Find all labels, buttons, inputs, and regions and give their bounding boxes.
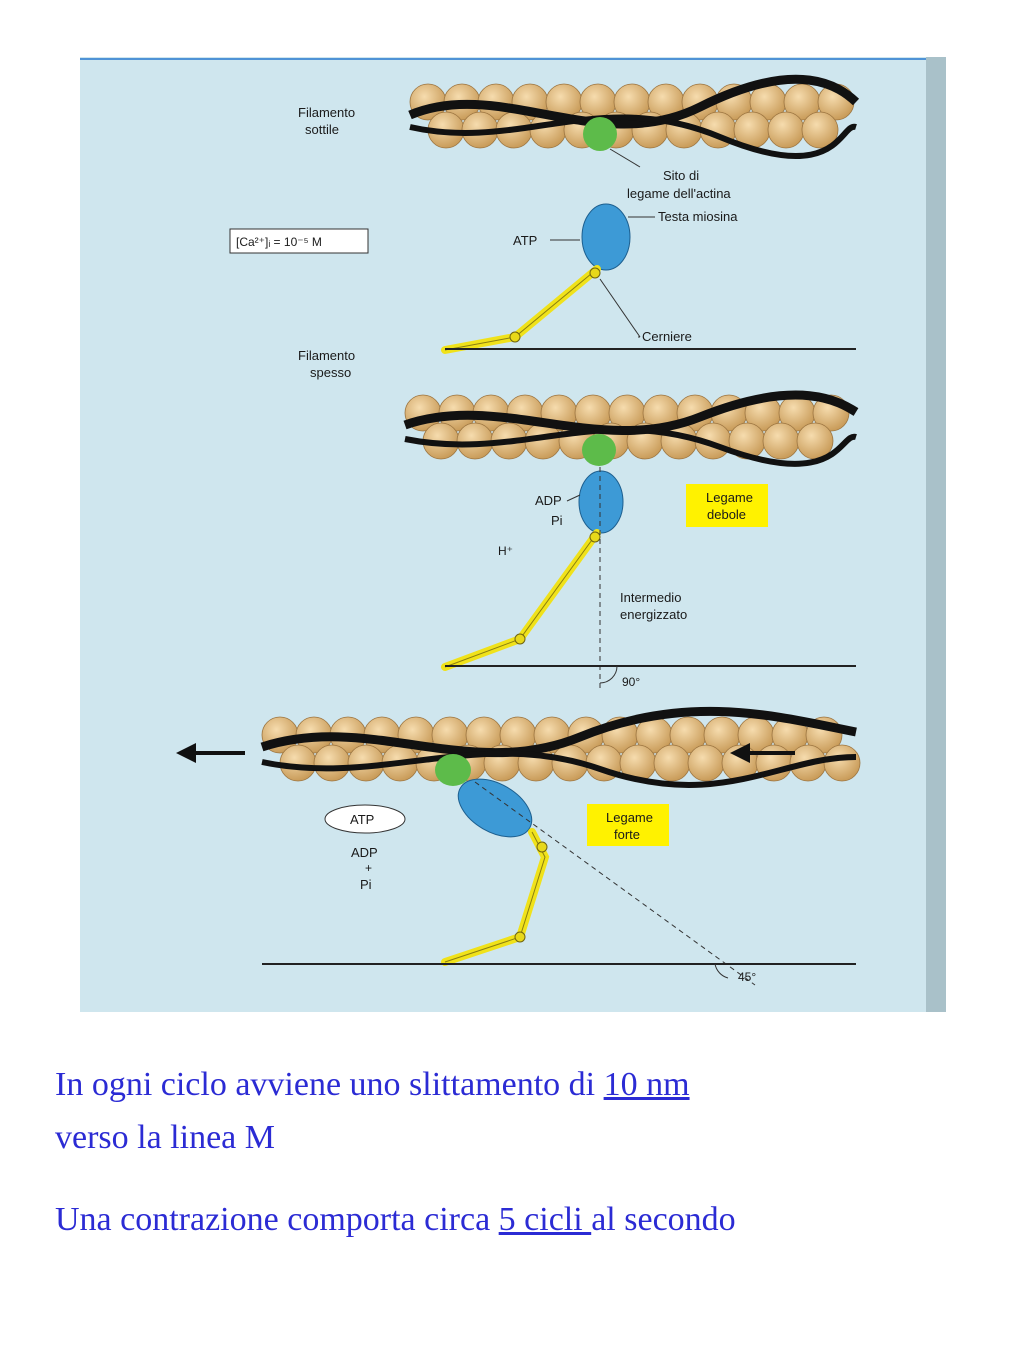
strong-bond-label: forte <box>614 827 640 842</box>
thick-filament-label: spesso <box>310 365 351 380</box>
tropomyosin-strand <box>409 114 857 159</box>
tropomyosin-strand <box>404 426 857 467</box>
caption-highlight: 5 cicli <box>498 1201 592 1238</box>
actin-bead <box>687 744 725 782</box>
leader-line <box>566 494 581 502</box>
caption-line-1b: verso la linea M <box>55 1118 275 1158</box>
energized-intermediate-label: energizzato <box>620 607 687 622</box>
myosin-head-label: Testa miosina <box>658 209 738 224</box>
atp-released-oval <box>324 804 406 834</box>
calcium-label: [Ca²⁺]ᵢ = 10⁻⁵ M <box>236 235 322 249</box>
cross-bridge-cycle-diagram: Filamento sottile Sito di legame dell'ac… <box>80 57 946 1012</box>
actin-bead <box>767 111 805 149</box>
adp-pi-label: Pi <box>360 877 372 892</box>
page-edge-shadow <box>926 57 946 1012</box>
caption-highlight: 10 nm <box>603 1066 690 1103</box>
actin-binding-site <box>582 434 616 466</box>
strong-bond-box <box>587 804 669 846</box>
tropomyosin-strand <box>408 74 860 129</box>
strong-bond-label: Legame <box>606 810 653 825</box>
caption-text: Una contrazione comporta circa <box>55 1201 499 1238</box>
tropomyosin-strand <box>261 750 857 788</box>
leader-line <box>609 148 641 168</box>
adp-label: ADP <box>535 493 562 508</box>
leader-line <box>599 278 641 338</box>
adp-pi-label: ADP <box>351 845 378 860</box>
actin-bead <box>762 422 800 460</box>
figure-background <box>80 57 946 1012</box>
tropomyosin-strand <box>260 706 857 758</box>
hinge <box>536 841 548 853</box>
hinge <box>514 931 526 943</box>
left-arrowhead <box>176 743 196 763</box>
angle-45-label: 45° <box>738 970 756 984</box>
atp-label: ATP <box>513 233 537 248</box>
hinges-label: Cerniere <box>642 329 692 344</box>
hinge <box>514 633 526 645</box>
hinge <box>589 267 601 279</box>
angle-arc <box>714 963 729 979</box>
energized-intermediate-label: Intermedio <box>620 590 681 605</box>
right-arrowhead <box>730 743 750 763</box>
caption-text: al secondo <box>591 1201 736 1238</box>
actin-bead <box>313 744 351 782</box>
caption-line-2: Una contrazione comporta circa 5 cicli a… <box>55 1200 736 1240</box>
angle-90-label: 90° <box>622 675 640 689</box>
thick-filament-label: Filamento <box>298 348 355 363</box>
thin-filament-label: Filamento <box>298 105 355 120</box>
angle-arc <box>599 665 618 684</box>
myosin-head <box>578 470 624 534</box>
actin-site-label: Sito di <box>663 168 699 183</box>
thin-filament-label: sottile <box>305 122 339 137</box>
pi-label: Pi <box>551 513 563 528</box>
myosin-head <box>581 203 631 271</box>
h-ion-label: H⁺ <box>498 544 513 558</box>
weak-bond-box <box>686 484 768 527</box>
myosin-head <box>457 778 533 838</box>
panel-resting-state: Filamento sottile Sito di legame dell'ac… <box>229 74 860 380</box>
actin-bead <box>801 111 839 149</box>
actin-site-label: legame dell'actina <box>627 186 731 201</box>
caption-text: verso la linea M <box>55 1119 275 1156</box>
hinge <box>509 331 521 343</box>
panel-strong-binding: ATP ADP + Pi Legame forte 45° <box>176 706 861 986</box>
actin-binding-site <box>583 117 617 151</box>
atp-released-label: ATP <box>350 812 374 827</box>
weak-bond-label: Legame <box>706 490 753 505</box>
actin-bead <box>823 744 861 782</box>
weak-bond-label: debole <box>707 507 746 522</box>
calcium-box <box>229 228 369 254</box>
tropomyosin-strand <box>403 390 859 435</box>
adp-pi-label: + <box>365 861 372 875</box>
hinge <box>589 531 601 543</box>
caption-text: In ogni ciclo avviene uno slittamento di <box>55 1066 604 1103</box>
actin-binding-site <box>435 754 471 786</box>
actin-bead <box>653 744 691 782</box>
caption-line-1: In ogni ciclo avviene uno slittamento di… <box>55 1065 690 1105</box>
panel-weak-binding: ADP Pi H⁺ Legame debole Intermedio energ… <box>403 390 859 692</box>
reference-dashed-line <box>474 781 756 986</box>
